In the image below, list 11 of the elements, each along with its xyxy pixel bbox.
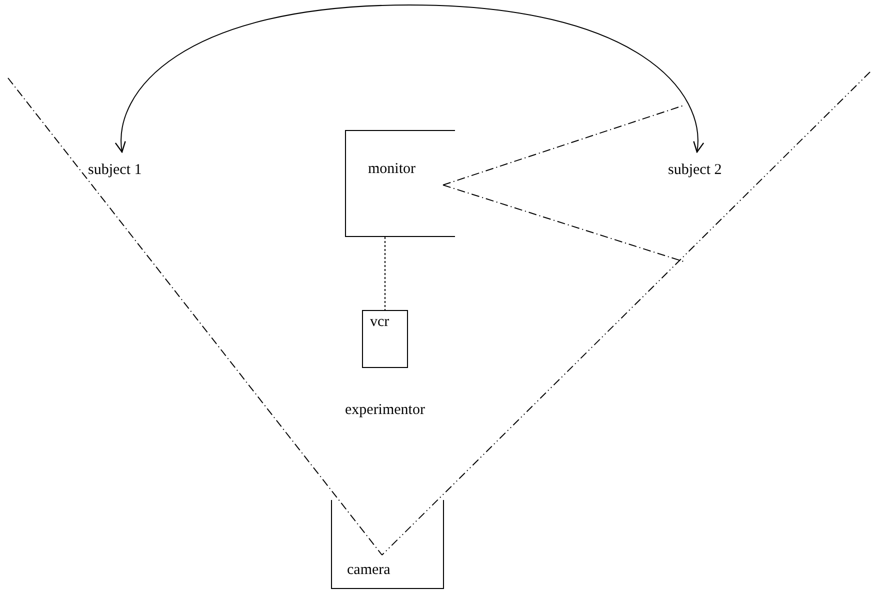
connector-line	[384, 236, 386, 310]
box-label: camera	[347, 562, 390, 579]
subject-label: subject 2	[668, 162, 722, 179]
double-arrow	[116, 4, 704, 153]
vcr-box	[362, 310, 408, 368]
camera-box	[331, 500, 444, 589]
box-label: monitor	[368, 161, 416, 178]
experimentor-label: experimentor	[345, 402, 425, 419]
box-label: vcr	[370, 314, 390, 331]
monitor-box	[345, 130, 455, 237]
subject-label: subject 1	[88, 162, 142, 179]
